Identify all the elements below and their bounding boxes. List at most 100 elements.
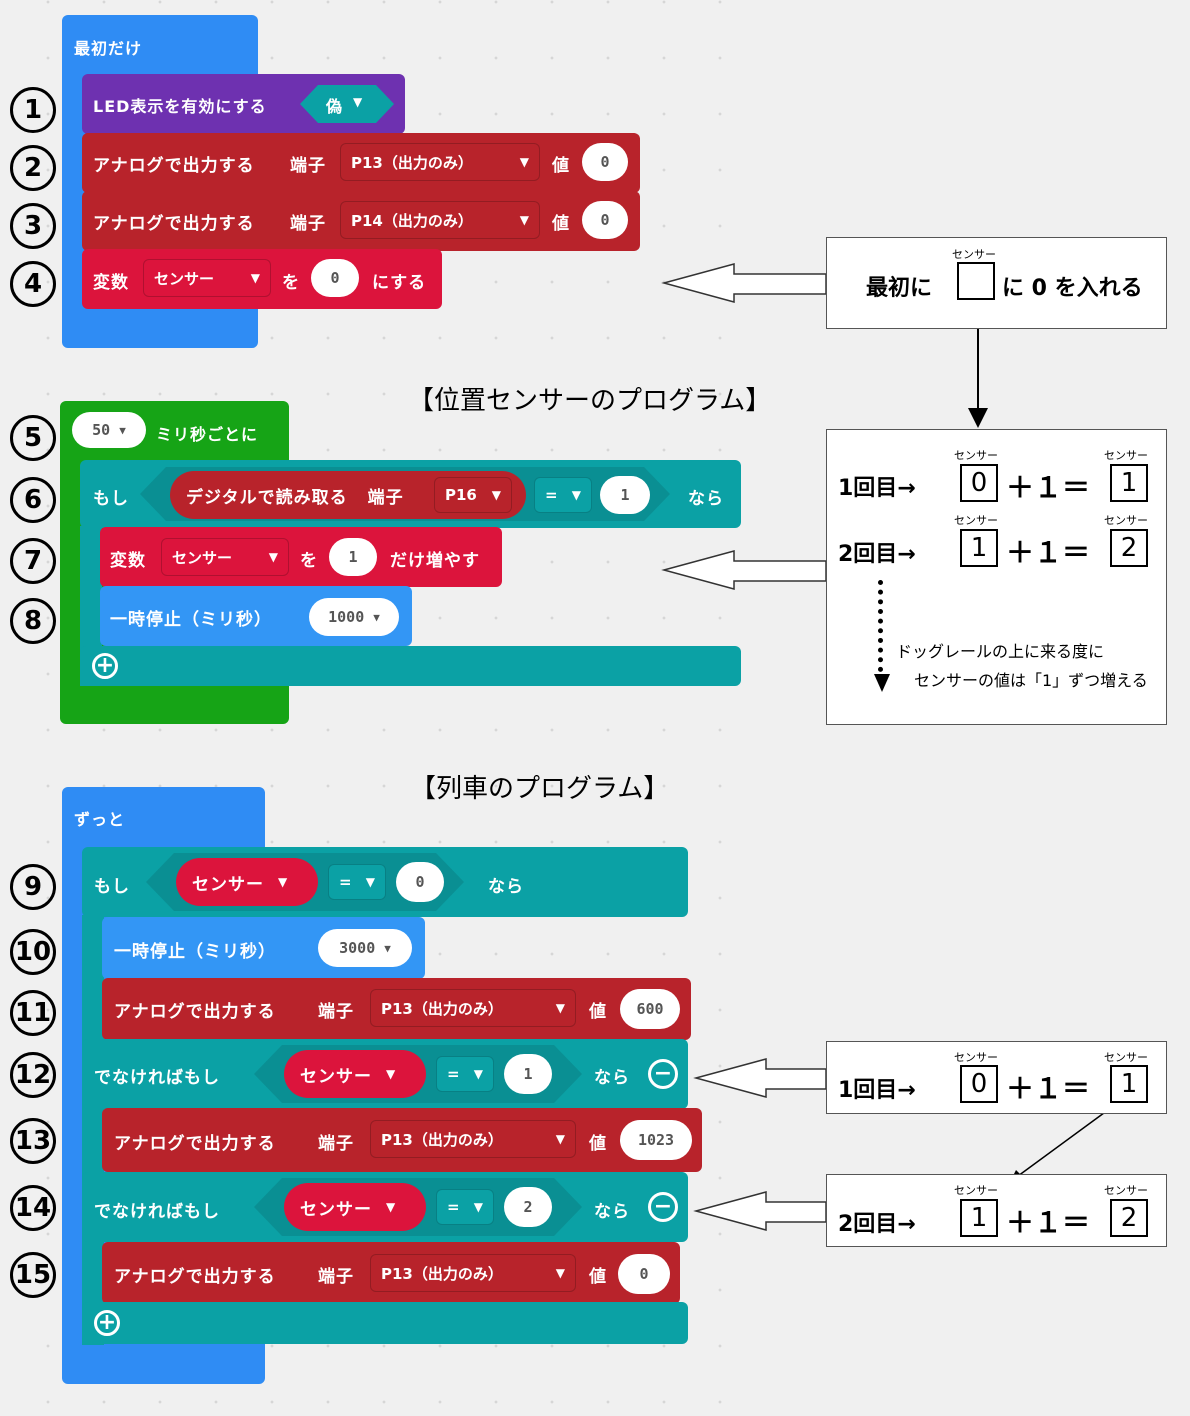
- on-start-label: 最初だけ: [74, 39, 143, 58]
- else-if-label: でなければもし: [94, 1202, 220, 1222]
- note4-op: ＋１＝: [1006, 1206, 1091, 1239]
- variable-label: 変数: [93, 273, 129, 293]
- interval-dropdown[interactable]: 50 ▼: [72, 412, 146, 448]
- ruby-label: センサー: [1104, 1051, 1148, 1064]
- operator-dropdown[interactable]: =▼: [328, 864, 386, 900]
- pin-label: 端子: [290, 214, 326, 234]
- pause-value-dropdown[interactable]: 3000 ▼: [318, 929, 412, 967]
- chevron-down-icon: ▼: [555, 1266, 565, 1280]
- arrow-left-icon: [693, 1058, 827, 1098]
- pause-value-dropdown[interactable]: 1000 ▼: [309, 598, 399, 636]
- value-label: 値: [552, 214, 570, 234]
- compare-value-input[interactable]: 0: [396, 862, 444, 902]
- variable-box: [957, 262, 995, 300]
- variable-dropdown[interactable]: センサー▼: [161, 538, 289, 576]
- pin-dropdown[interactable]: P16▼: [434, 477, 512, 513]
- pin-dropdown[interactable]: P14（出力のみ）▼: [340, 201, 540, 239]
- operator-dropdown[interactable]: =▼: [534, 477, 592, 513]
- ruby-label: センサー: [954, 1184, 998, 1197]
- chevron-down-icon: ▼: [268, 550, 278, 564]
- analog-label: アナログで出力する: [114, 1267, 276, 1287]
- value-label: 値: [589, 1002, 607, 1022]
- compare-value-input[interactable]: 1: [600, 476, 650, 514]
- value-label: 値: [589, 1134, 607, 1154]
- value-input[interactable]: 600: [620, 989, 680, 1029]
- value-box: 0: [960, 464, 998, 502]
- step-number: 13: [10, 1118, 56, 1164]
- chevron-down-icon: ▼: [384, 941, 391, 955]
- pin-label: 端子: [318, 1267, 354, 1287]
- variable-dropdown[interactable]: センサー▼: [143, 259, 271, 297]
- if-block-footer: [80, 646, 741, 686]
- pin-dropdown[interactable]: P13（出力のみ）▼: [370, 1120, 576, 1158]
- chevron-down-icon: ▼: [278, 875, 289, 889]
- add-branch-icon[interactable]: +: [94, 1310, 120, 1336]
- led-enable-dropdown[interactable]: [300, 85, 394, 123]
- analog-label: アナログで出力する: [114, 1134, 276, 1154]
- value-input[interactable]: 0: [311, 259, 359, 297]
- ruby-label: センサー: [952, 248, 996, 261]
- value-input[interactable]: 1023: [620, 1120, 692, 1160]
- ruby-label: センサー: [954, 514, 998, 527]
- value-input[interactable]: 0: [582, 201, 628, 239]
- chevron-down-icon: ▼: [119, 423, 126, 437]
- if-label: もし: [93, 489, 129, 509]
- chevron-down-icon: ▼: [473, 1067, 483, 1081]
- compare-value-input[interactable]: 2: [504, 1187, 552, 1227]
- chevron-down-icon: ▼: [353, 95, 364, 109]
- then-label: なら: [594, 1068, 630, 1088]
- change-suffix-label: だけ増やす: [390, 551, 480, 571]
- pin-label: 端子: [318, 1002, 354, 1022]
- value-box: 0: [960, 1065, 998, 1103]
- chevron-down-icon: ▼: [373, 610, 380, 624]
- compare-value-input[interactable]: 1: [504, 1054, 552, 1094]
- remove-branch-icon[interactable]: −: [648, 1059, 678, 1089]
- ruby-label: センサー: [954, 1051, 998, 1064]
- step-number: 15: [10, 1252, 56, 1298]
- row2-label: 2回目→: [838, 542, 916, 567]
- variable-reporter[interactable]: センサー▼: [284, 1050, 426, 1098]
- chevron-down-icon: ▼: [555, 1132, 565, 1146]
- add-branch-icon[interactable]: +: [92, 653, 118, 679]
- variable-reporter[interactable]: センサー▼: [176, 858, 318, 906]
- value-label: 値: [589, 1267, 607, 1287]
- value-box: 1: [960, 1199, 998, 1237]
- pin-dropdown[interactable]: P13（出力のみ）▼: [370, 1254, 576, 1292]
- operator-dropdown[interactable]: =▼: [436, 1056, 494, 1092]
- step-number: 4: [10, 261, 56, 307]
- led-enable-value: 偽: [326, 97, 344, 116]
- step-number: 7: [10, 538, 56, 584]
- if-block-footer: [82, 1302, 688, 1344]
- row2-op: ＋１＝: [1006, 536, 1091, 569]
- note-post-text: に 0 を入れる: [1002, 276, 1143, 301]
- note3-label: 1回目→: [838, 1078, 916, 1103]
- change-value-input[interactable]: 1: [329, 538, 377, 576]
- pause-label: 一時停止（ミリ秒）: [114, 942, 276, 962]
- value-box: 1: [1110, 1065, 1148, 1103]
- variable-label: 変数: [110, 551, 146, 571]
- operator-dropdown[interactable]: =▼: [436, 1189, 494, 1225]
- remove-branch-icon[interactable]: −: [648, 1192, 678, 1222]
- ruby-label: センサー: [1104, 449, 1148, 462]
- chevron-down-icon: ▼: [571, 488, 581, 502]
- pause-label: 一時停止（ミリ秒）: [110, 610, 272, 630]
- value-input[interactable]: 0: [618, 1254, 670, 1294]
- ruby-label: センサー: [1104, 514, 1148, 527]
- row1-op: ＋１＝: [1006, 471, 1091, 504]
- by-label: を: [300, 551, 318, 571]
- variable-reporter[interactable]: センサー▼: [284, 1183, 426, 1231]
- pin-dropdown[interactable]: P13（出力のみ）▼: [370, 989, 576, 1027]
- sensor-program-title: 【位置センサーのプログラム】: [408, 386, 772, 416]
- chevron-down-icon: ▼: [386, 1067, 397, 1081]
- then-label: なら: [488, 877, 524, 897]
- note3-op: ＋１＝: [1006, 1072, 1091, 1105]
- pin-dropdown[interactable]: P13（出力のみ）▼: [340, 143, 540, 181]
- ruby-label: センサー: [954, 449, 998, 462]
- value-label: 値: [552, 156, 570, 176]
- pin-label: 端子: [318, 1134, 354, 1154]
- set-suffix-label: にする: [372, 273, 427, 293]
- chevron-down-icon: ▼: [519, 213, 529, 227]
- step-number: 8: [10, 598, 56, 644]
- value-input[interactable]: 0: [582, 143, 628, 181]
- step-number: 1: [10, 87, 56, 133]
